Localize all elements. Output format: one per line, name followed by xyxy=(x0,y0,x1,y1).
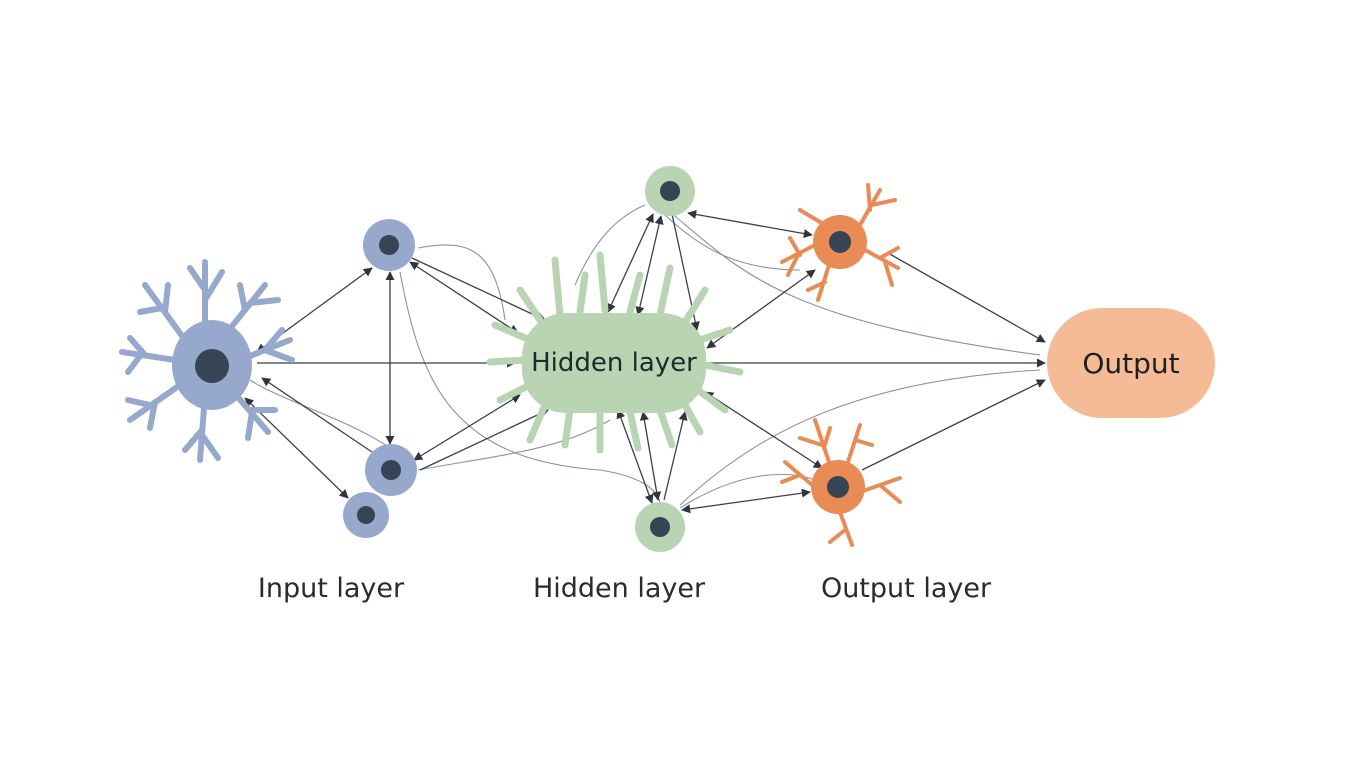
hidden-layer-blob: Hidden layer xyxy=(486,251,744,454)
connection-arrow xyxy=(639,411,662,501)
input-neuron-large xyxy=(119,259,295,463)
input-neuron-dendrites xyxy=(119,259,295,463)
connection-arrow xyxy=(704,391,823,469)
hidden-layer-label: Hidden layer xyxy=(532,573,706,604)
input-neuron-top xyxy=(363,219,415,271)
faint-connection xyxy=(417,419,611,471)
connection-arrow xyxy=(261,377,373,453)
connection-arrow xyxy=(861,379,1046,471)
connection-arrow xyxy=(413,394,521,461)
hidden-neuron-top xyxy=(645,166,695,216)
output-neuron-top xyxy=(780,183,900,302)
input-layer-label: Input layer xyxy=(257,573,405,604)
faint-connection xyxy=(679,473,816,509)
faint-connection xyxy=(417,244,506,321)
connection-arrow xyxy=(663,411,688,501)
nucleus xyxy=(195,349,229,383)
output-node-label: Output xyxy=(1082,347,1179,380)
connection-arrow xyxy=(244,397,349,499)
hidden-blob-label: Hidden layer xyxy=(531,348,697,378)
arrow-connections xyxy=(244,209,1046,514)
output-neuron-bottom xyxy=(780,418,902,547)
faint-connection xyxy=(574,204,646,286)
hidden-neuron-bottom xyxy=(635,502,685,552)
output-layer-label: Output layer xyxy=(820,573,992,604)
connection-arrow xyxy=(887,252,1046,343)
output-node: Output xyxy=(1047,308,1215,418)
nucleus xyxy=(650,517,670,537)
connection-arrow xyxy=(419,409,549,471)
nucleus xyxy=(829,231,851,253)
nucleus xyxy=(357,506,375,524)
faint-connection xyxy=(249,379,391,449)
connection-arrow xyxy=(681,488,811,514)
connection-arrow xyxy=(635,215,664,316)
nucleus xyxy=(827,476,849,498)
input-neuron-middle xyxy=(365,444,417,496)
connection-arrow xyxy=(687,209,813,239)
connection-arrow xyxy=(411,257,546,321)
nucleus xyxy=(381,460,401,480)
nucleus xyxy=(660,181,680,201)
connection-arrow xyxy=(409,261,519,334)
input-neuron-bottom xyxy=(343,492,389,538)
nucleus xyxy=(379,235,399,255)
connection-arrow xyxy=(706,269,816,349)
